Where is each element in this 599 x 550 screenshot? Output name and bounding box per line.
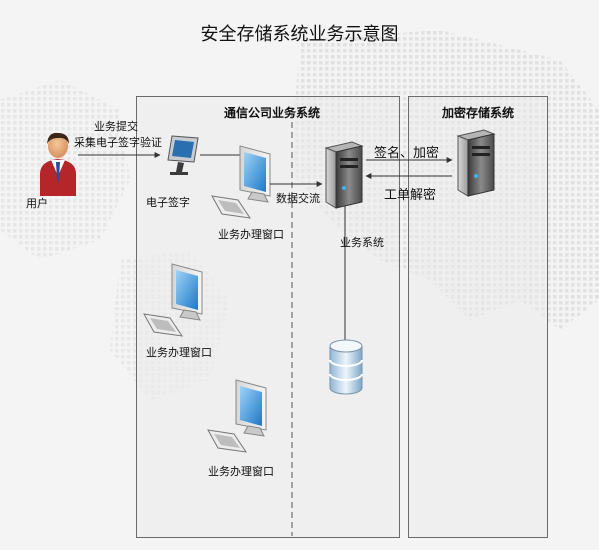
business-system-label: 业务系统	[340, 236, 384, 249]
window-label-1: 业务办理窗口	[218, 228, 284, 241]
server-icon	[456, 129, 496, 197]
esign-label: 电子签字	[146, 196, 190, 209]
submit-label: 业务提交	[94, 120, 138, 133]
signature-pad-icon	[167, 135, 199, 175]
user-icon	[40, 132, 76, 196]
data-exchange-label: 数据交流	[276, 192, 320, 205]
ticket-decrypt-label: 工单解密	[384, 188, 437, 203]
window-label-3: 业务办理窗口	[208, 465, 274, 478]
computer-icon	[211, 145, 271, 219]
window-label-2: 业务办理窗口	[146, 346, 212, 359]
computer-icon	[207, 379, 267, 453]
sign-encrypt-label: 签名、加密	[374, 146, 440, 161]
server-icon	[324, 141, 364, 209]
collect-signature-label: 采集电子签字验证	[74, 136, 162, 149]
encryption-panel-title: 加密存储系统	[442, 106, 515, 120]
diagram-title: 安全存储系统业务示意图	[200, 24, 399, 45]
user-label: 用户	[26, 197, 48, 210]
computer-icon	[143, 263, 203, 337]
database-icon	[329, 339, 363, 395]
telecom-panel-title: 通信公司业务系统	[224, 106, 321, 120]
